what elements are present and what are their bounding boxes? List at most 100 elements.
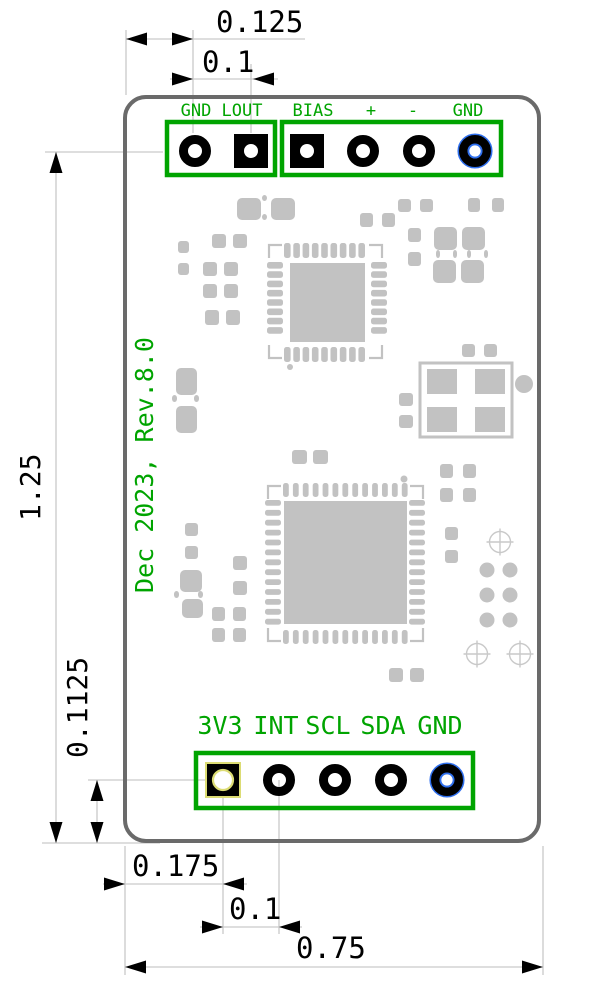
silkscreen-pad <box>182 599 203 618</box>
silkscreen-pad <box>463 488 476 502</box>
dimension-arrow <box>49 822 63 843</box>
connector-layer <box>164 119 504 811</box>
round-pad <box>347 135 379 167</box>
ic-pad <box>409 608 425 615</box>
ic-pad <box>265 599 281 605</box>
ic-pad <box>312 630 319 644</box>
dimension-arrow <box>90 822 104 843</box>
dimension-text-0.1: 0.1 <box>202 45 255 79</box>
ic-pad <box>391 630 398 644</box>
test-point-circle <box>502 612 518 628</box>
ic-pad <box>311 243 319 258</box>
ic-corner-bracket <box>369 243 384 258</box>
component-pad <box>475 407 505 432</box>
silkscreen-pad <box>233 556 247 570</box>
top-pin-- <box>403 135 435 167</box>
ic-pad <box>292 630 299 644</box>
dimension-arrow <box>202 920 223 934</box>
silkscreen-pad <box>185 546 198 559</box>
silkscreen-pad <box>440 464 453 478</box>
ic-pad <box>283 630 289 644</box>
bottom-pin-sda <box>375 764 407 796</box>
silkscreen-pad <box>233 628 246 642</box>
silkscreen-pad <box>389 668 403 682</box>
ic-pad <box>409 579 425 585</box>
test-point-circle <box>502 587 518 603</box>
silkscreen-pad <box>194 395 199 402</box>
ic-pad <box>283 483 289 497</box>
silkscreen-pad <box>203 284 217 298</box>
ic-corner-bracket <box>267 345 282 360</box>
silkscreen-pad <box>399 393 413 406</box>
ic-pad <box>391 483 398 497</box>
silkscreen-pad <box>461 260 484 283</box>
test-point-circle <box>479 612 495 628</box>
silkscreen-pad <box>174 591 179 598</box>
silkscreen-pad <box>185 523 198 536</box>
ic-pad <box>267 280 283 288</box>
ic-pad <box>339 243 347 258</box>
silkscreen-pad <box>178 263 189 275</box>
ic-pad <box>409 559 425 566</box>
ic-pad <box>265 559 281 566</box>
ic-pad <box>371 262 387 269</box>
silkscreen-pad <box>445 550 458 563</box>
test-point-circle <box>479 562 495 578</box>
silkscreen-pad <box>224 284 238 298</box>
ic-pad <box>358 243 365 258</box>
silkscreen-pad <box>398 199 411 212</box>
ic-pad <box>302 630 309 644</box>
ic-corner-bracket <box>266 484 281 499</box>
ic-pad <box>284 243 291 258</box>
silkscreen-pad <box>433 260 456 283</box>
ic-pad <box>267 317 283 325</box>
revision-text: Dec 2023, Rev.8.0 <box>130 337 159 593</box>
ic-pad <box>339 347 347 362</box>
bottom-pin-label-scl: SCL <box>305 711 351 740</box>
silkscreen-pad <box>360 213 373 227</box>
component-pad <box>475 369 505 394</box>
ic-corner-bracket <box>267 243 282 258</box>
ic-corner-bracket <box>410 484 425 499</box>
ic-pad <box>352 630 359 644</box>
silkscreen-pad <box>492 198 504 212</box>
top-pin-label-bias: BIAS <box>292 101 334 121</box>
top-pin-gnd <box>179 135 211 167</box>
round-pad <box>375 764 407 796</box>
ic-pad <box>371 289 387 297</box>
bottom-header-box <box>193 750 476 811</box>
silkscreen-pad <box>262 195 267 201</box>
silkscreen-pad <box>205 310 219 325</box>
ic-pad <box>265 589 281 595</box>
silkscreen-pad <box>408 252 421 266</box>
ic-corner-bracket <box>369 345 384 360</box>
top-pin-label-gnd: GND <box>452 101 484 121</box>
ic-pad <box>330 347 338 362</box>
dimension-arrow <box>172 72 193 86</box>
ic-pad <box>267 327 283 334</box>
top-header-box <box>164 119 278 178</box>
top-pin-label--: - <box>407 101 419 121</box>
ic-pad <box>267 308 283 316</box>
silkscreen-pad <box>420 199 433 212</box>
dimension-text-0.125: 0.125 <box>216 5 304 39</box>
round-pad <box>403 135 435 167</box>
pin1-marker-dot <box>287 364 293 370</box>
bottom-pin-scl <box>319 764 351 796</box>
dimension-text-0.1125: 0.1125 <box>61 656 94 758</box>
component-dot <box>515 375 533 393</box>
ic-pad <box>409 519 425 526</box>
ic-pad <box>292 483 299 497</box>
silkscreen-pad <box>462 227 485 250</box>
silkscreen-pad <box>172 395 177 402</box>
drill-hole <box>300 144 314 158</box>
ic-pad <box>267 262 283 269</box>
dimension-text-0.75: 0.75 <box>296 931 366 965</box>
ic-pad <box>409 539 425 546</box>
ic-pad <box>409 569 425 576</box>
ic-pad <box>371 299 387 306</box>
ic-pad <box>322 630 329 644</box>
ic-pad <box>321 243 328 258</box>
pin1-marker-dot <box>400 475 408 483</box>
